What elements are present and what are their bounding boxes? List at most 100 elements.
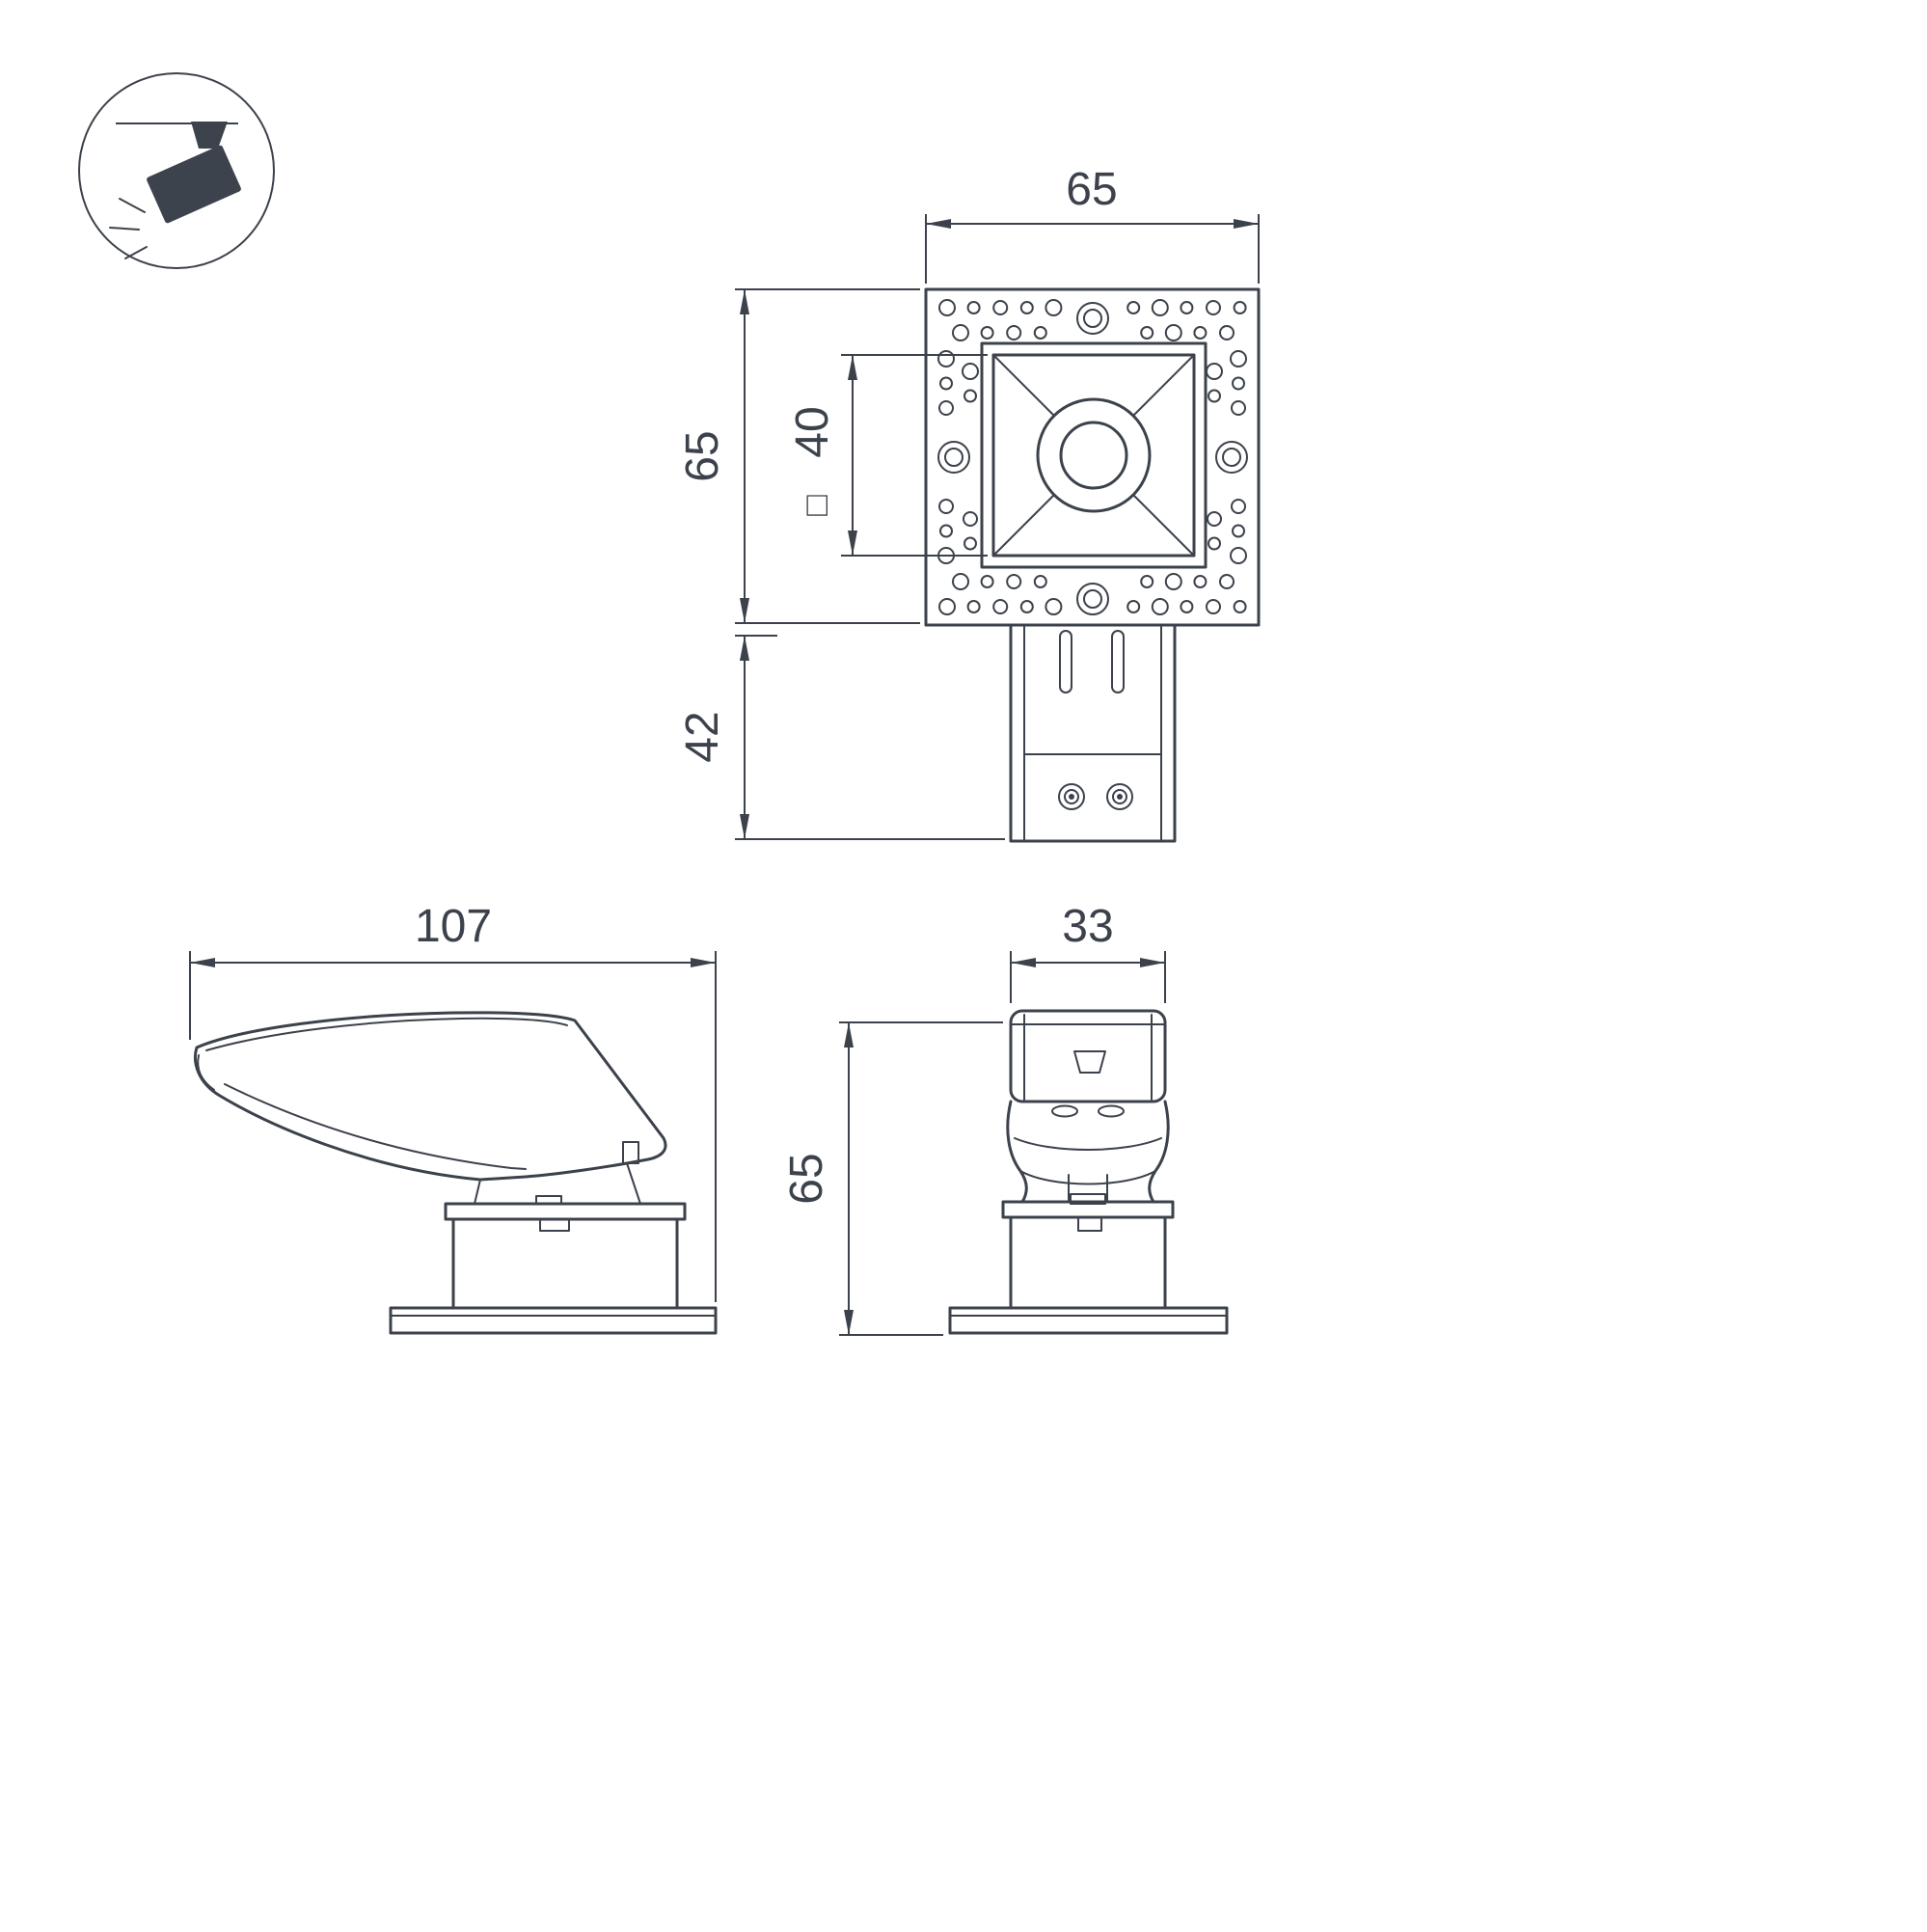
side-view: 107: [189, 901, 718, 1335]
plate-hole: [1045, 299, 1063, 316]
dim-end-width: 33: [1010, 901, 1166, 1003]
plate-hole: [1232, 376, 1245, 391]
plate-hole: [1208, 389, 1221, 403]
trim-flange-side: [389, 1306, 718, 1335]
dim-cutout: 40 □: [787, 354, 988, 557]
plate-hole: [1180, 600, 1194, 613]
plate-hole-pattern: [937, 299, 1247, 615]
plate-hole: [1230, 350, 1247, 367]
plate-hole: [938, 499, 954, 514]
icon-circle: [78, 72, 275, 269]
dim-front-width: 65: [925, 164, 1260, 284]
lens-line: [224, 1083, 527, 1170]
plate-hole: [1045, 598, 1063, 615]
plate-hole: [1164, 573, 1182, 590]
bezel: [980, 341, 1208, 569]
plate-hole: [1230, 547, 1247, 564]
plate-hole: [1033, 575, 1047, 588]
plate-hole: [964, 389, 977, 403]
plate-hole: [952, 324, 969, 341]
dim-end-height: 65: [781, 1021, 1003, 1336]
plate-hole: [966, 301, 981, 314]
plate-hole: [939, 376, 953, 391]
plate-hole: [980, 575, 994, 588]
plate-hole: [1206, 300, 1221, 315]
plate-hole: [952, 573, 969, 590]
dim-bracket-height: 42: [677, 635, 1005, 840]
plate-hole: [1151, 598, 1169, 615]
dim-label: 40: [787, 406, 838, 457]
plate-hole: [1231, 400, 1246, 416]
plate-hole: [1019, 600, 1034, 613]
plate-hole: [938, 598, 956, 615]
plate-hole: [963, 511, 978, 527]
icon-lamp-body: [147, 145, 241, 224]
head-seam-line: [205, 1017, 568, 1051]
plate-hole: [1207, 511, 1222, 527]
plate-hole: [938, 400, 954, 416]
dim-side-length: 107: [189, 901, 717, 1302]
plate-hole: [1164, 324, 1182, 341]
square-symbol: □: [796, 495, 835, 516]
plate-hole: [1206, 599, 1221, 614]
reflector-ring: [1036, 397, 1152, 513]
icon-mount: [191, 122, 228, 149]
plate-hole: [1193, 326, 1208, 340]
plate-hole: [1019, 301, 1034, 314]
fixing-holes: [937, 302, 1248, 615]
plate-hole: [1208, 536, 1221, 551]
plate-hole: [939, 524, 953, 538]
plate-hole: [937, 350, 955, 367]
dim-label: 65: [677, 430, 728, 481]
plate-hole: [1006, 574, 1022, 589]
mounting-bracket: [1009, 623, 1177, 843]
plate-hole: [1233, 600, 1247, 613]
bracket-slot: [1111, 630, 1125, 694]
plate-hole: [1206, 363, 1223, 380]
icon-light-rays: [109, 198, 148, 259]
plate-hole: [1006, 325, 1022, 340]
head-front: [1009, 1009, 1167, 1103]
latch-detail: [622, 1141, 639, 1164]
bracket-slot: [1059, 630, 1072, 694]
plate-hole: [938, 299, 956, 316]
plate-hole: [1231, 499, 1246, 514]
spot-head-profile: [193, 1011, 667, 1182]
plate-hole: [1151, 299, 1169, 316]
head-notch: [1073, 1050, 1106, 1074]
dim-label: 107: [415, 901, 492, 952]
plate-hole: [1140, 575, 1154, 588]
dim-label: 65: [781, 1153, 832, 1204]
plate-hole: [964, 536, 977, 551]
plate-hole: [966, 600, 981, 613]
dim-label: 33: [1062, 901, 1113, 952]
led-aperture: [1059, 421, 1128, 490]
dim-front-height: 65: [677, 288, 920, 624]
vent-hole: [1098, 1104, 1125, 1118]
plate-hole: [1033, 326, 1047, 340]
plate-hole: [1219, 325, 1235, 340]
plate-hole: [962, 363, 979, 380]
recessed-base-end: [948, 1193, 1229, 1335]
plate-hole: [980, 326, 994, 340]
plate-hole: [1126, 600, 1141, 613]
plate-hole: [992, 300, 1009, 315]
front-view: 65 65 42 40 □: [677, 164, 1261, 843]
plate-hole: [1233, 301, 1247, 314]
plate-hole: [992, 599, 1009, 614]
trim-plate: [924, 287, 1261, 627]
dim-label: 65: [1066, 164, 1117, 215]
dim-label: 42: [677, 711, 728, 762]
plate-hole: [1193, 575, 1208, 588]
gimbal-body: [1006, 1100, 1170, 1204]
trim-flange-end: [948, 1306, 1229, 1335]
plate-hole: [1126, 301, 1141, 314]
nose-arc: [197, 1054, 215, 1091]
plate-hole: [1232, 524, 1245, 538]
end-view: 33 65: [781, 901, 1229, 1336]
plate-hole: [1140, 326, 1154, 340]
ceiling-spotlight-icon: [78, 72, 275, 269]
recessed-base-side: [389, 1195, 718, 1335]
